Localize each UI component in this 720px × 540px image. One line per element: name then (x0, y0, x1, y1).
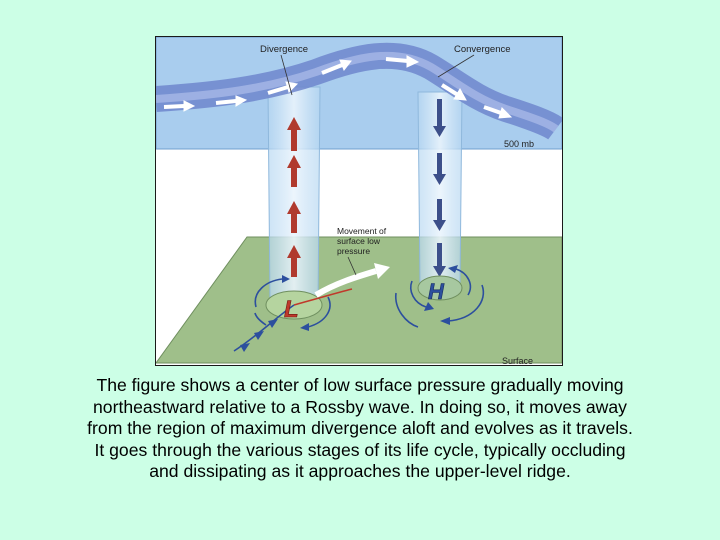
cold-front-barbs (240, 319, 278, 352)
flow-arrow-2 (215, 95, 248, 107)
up-arrow-4 (287, 245, 301, 277)
movement-label-line1: Movement of (337, 226, 387, 236)
flow-arrow-4 (321, 59, 352, 75)
caption-line-2: northeastward relative to a Rossby wave.… (93, 396, 627, 417)
diagram-figure: L H Divergence Convergence 500 mb Moveme… (155, 36, 563, 366)
movement-pointer (347, 256, 357, 276)
divergence-pointer (280, 54, 293, 96)
caption-line-5: and dissipating as it approaches the upp… (149, 461, 571, 482)
rising-arrows (287, 117, 301, 277)
up-arrow-2 (287, 155, 301, 187)
movement-label-line3: pressure (337, 246, 370, 256)
high-circulation-arrows (395, 265, 485, 328)
surface-label: Surface (502, 356, 533, 365)
high-pressure-area (417, 275, 463, 301)
diagram-svg: L H Divergence Convergence 500 mb Moveme… (156, 37, 562, 365)
down-arrow-4 (433, 243, 446, 277)
down-arrow-3 (433, 199, 446, 231)
caption-line-4: It goes through the various stages of it… (94, 439, 626, 460)
low-circulation-arrows (254, 275, 331, 331)
warm-front-line (293, 288, 353, 306)
convergence-pointer (437, 54, 475, 78)
cold-front-line (233, 304, 295, 352)
flow-arrow-1 (163, 100, 196, 112)
low-pressure-symbol: L (284, 296, 299, 323)
down-arrow-1 (433, 99, 446, 137)
jet-flow-arrows (163, 55, 513, 119)
movement-arrow (314, 268, 377, 298)
flow-arrow-7 (483, 105, 513, 119)
movement-label-line2: surface low (337, 236, 381, 246)
caption-line-3: from the region of maximum divergence al… (87, 418, 633, 439)
sinking-arrows (433, 99, 446, 277)
high-pressure-symbol: H (428, 279, 445, 304)
flow-arrow-5 (385, 55, 420, 68)
down-arrow-2 (433, 153, 446, 185)
convergence-label: Convergence (454, 44, 511, 55)
caption-line-1: The figure shows a center of low surface… (96, 375, 624, 395)
level-500mb-label: 500 mb (504, 139, 534, 149)
flow-arrow-6 (440, 83, 467, 101)
movement-arrow-head (374, 263, 390, 279)
up-arrow-3 (287, 201, 301, 233)
divergence-label: Divergence (260, 44, 308, 55)
up-arrow-1 (287, 117, 301, 151)
figure-caption: The figure shows a center of low surface… (40, 375, 680, 483)
